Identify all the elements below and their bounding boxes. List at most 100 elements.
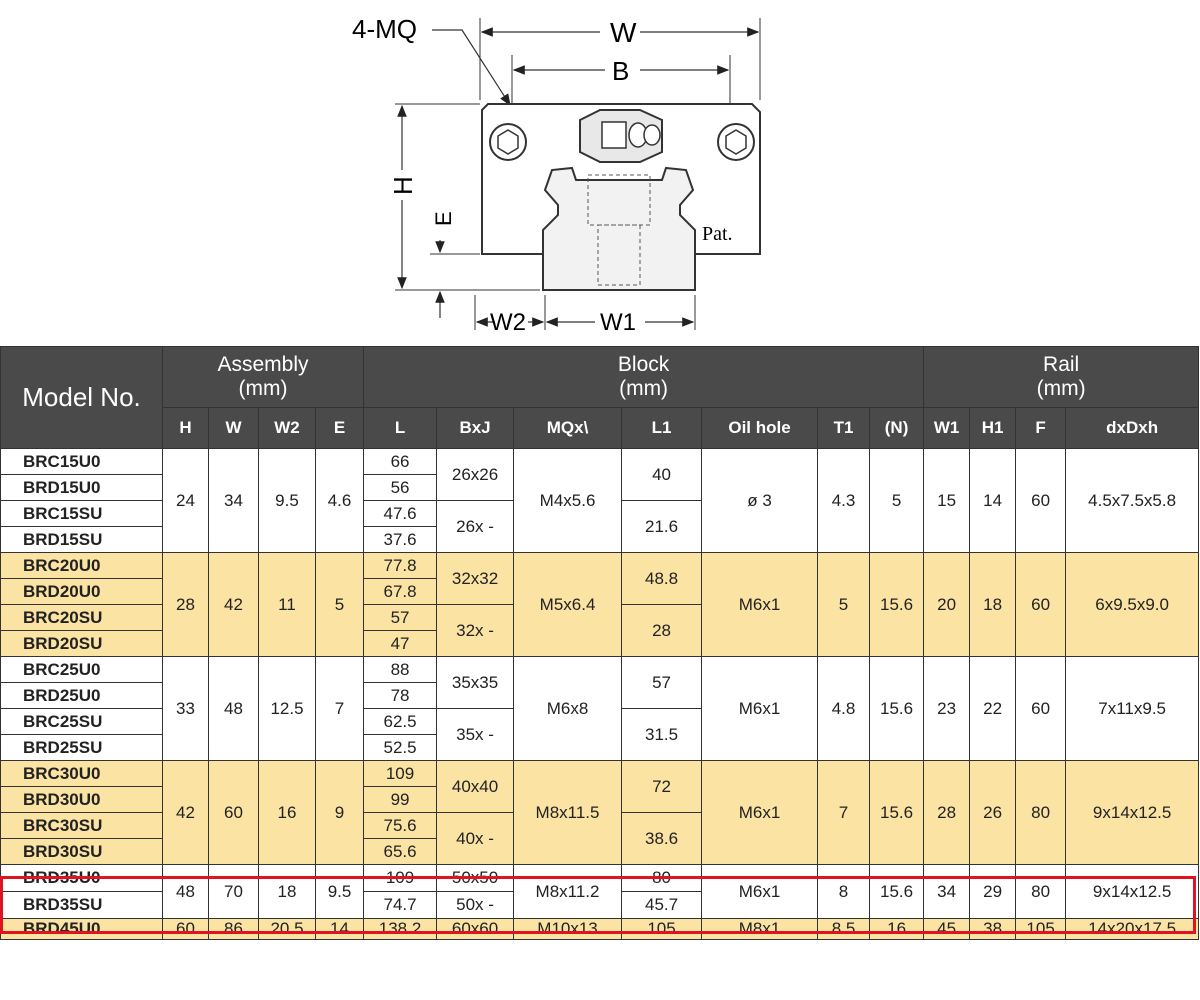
table-cell: 75.6 — [363, 812, 438, 839]
model-cell: BRD25U0 — [0, 682, 163, 709]
model-cell: BRD15SU — [0, 526, 163, 553]
table-cell: 26x - — [436, 500, 515, 553]
table-cell: 22 — [969, 656, 1017, 761]
table-cell: ø 3 — [701, 448, 819, 553]
table-cell: 14 — [969, 448, 1017, 553]
spec-table: Model No. Assembly(mm) Block(mm) Rail(mm… — [0, 346, 1200, 940]
table-cell: 88 — [363, 656, 438, 683]
rail-group-header: Rail(mm) — [923, 346, 1200, 408]
table-cell: 65.6 — [363, 838, 438, 865]
table-cell: 23 — [923, 656, 971, 761]
col-l1: L1 — [621, 407, 703, 449]
table-cell: M6x1 — [701, 864, 819, 919]
table-header: Model No. Assembly(mm) Block(mm) Rail(mm… — [0, 346, 1200, 449]
table-cell: 14 — [314, 918, 365, 940]
table-cell: 35x35 — [436, 656, 515, 709]
table-cell: 57 — [621, 656, 703, 709]
table-cell: 60 — [1015, 656, 1067, 761]
table-cell: 28 — [621, 604, 703, 657]
table-cell: M6x1 — [701, 760, 819, 865]
table-cell: 77.8 — [363, 552, 438, 579]
table-cell: 21.6 — [621, 500, 703, 553]
col-h: H — [162, 407, 209, 449]
col-oil-hole: Oil hole — [701, 407, 819, 449]
table-cell: 86 — [208, 918, 259, 940]
table-cell: M5x6.4 — [513, 552, 623, 657]
dim-b-label: B — [612, 56, 629, 86]
model-header: Model No. — [0, 346, 163, 449]
table-cell: 15.6 — [869, 760, 925, 865]
table-cell: 66 — [363, 448, 438, 475]
table-cell: 40x40 — [436, 760, 515, 813]
table-row: BRD25SU 52.5 — [0, 734, 1199, 761]
table-cell: 35x - — [436, 708, 515, 761]
table-cell: 28 — [923, 760, 971, 865]
dim-w2-label: W2 — [490, 309, 526, 336]
table-cell: 62.5 — [363, 708, 438, 735]
table-cell: 5 — [869, 448, 925, 553]
table-cell: 34 — [923, 864, 971, 919]
model-cell: BRC30SU — [0, 812, 163, 839]
model-cell: BRD20U0 — [0, 578, 163, 605]
table-cell: 34 — [208, 448, 259, 553]
model-cell: BRC20U0 — [0, 552, 163, 579]
table-cell: 8.5 — [817, 918, 871, 940]
assembly-group-header: Assembly(mm) — [161, 346, 365, 408]
dim-e-label: E — [431, 211, 456, 226]
table-cell: 105 — [621, 918, 703, 940]
table-cell: M6x1 — [701, 552, 819, 657]
table-cell: M6x8 — [513, 656, 623, 761]
table-cell: 45 — [923, 918, 971, 940]
table-cell: 37.6 — [363, 526, 438, 553]
table-cell: 4.3 — [817, 448, 871, 553]
table-cell: 138.2 — [363, 918, 438, 940]
model-cell: BRD35U0 — [0, 864, 163, 892]
table-cell: 9x14x12.5 — [1065, 760, 1200, 865]
table-cell: 28 — [162, 552, 209, 657]
table-cell: 15.6 — [869, 864, 925, 919]
model-cell: BRD35SU — [0, 891, 163, 919]
table-cell: 80 — [1015, 864, 1067, 919]
table-cell: 109 — [363, 864, 438, 892]
model-cell: BRD25SU — [0, 734, 163, 761]
table-cell: 40 — [621, 448, 703, 501]
col-l: L — [363, 407, 438, 449]
table-cell: M4x5.6 — [513, 448, 623, 553]
table-cell: 52.5 — [363, 734, 438, 761]
table-cell: 26 — [969, 760, 1017, 865]
table-cell: 4.8 — [817, 656, 871, 761]
table-cell: 80 — [1015, 760, 1067, 865]
table-cell: 16 — [258, 760, 316, 865]
model-cell: BRC25U0 — [0, 656, 163, 683]
col-bxj: BxJ — [436, 407, 515, 449]
table-cell: 26x26 — [436, 448, 515, 501]
table-cell: 31.5 — [621, 708, 703, 761]
table-cell: 7x11x9.5 — [1065, 656, 1200, 761]
table-cell: M6x1 — [701, 656, 819, 761]
block-group-header: Block(mm) — [363, 346, 925, 408]
table-cell: 38.6 — [621, 812, 703, 865]
model-cell: BRC20SU — [0, 604, 163, 631]
dim-w-label: W — [610, 17, 637, 48]
table-cell: 18 — [969, 552, 1017, 657]
table-cell: 12.5 — [258, 656, 316, 761]
table-cell: 48 — [162, 864, 209, 919]
table-cell: 60 — [162, 918, 209, 940]
table-cell: 67.8 — [363, 578, 438, 605]
table-cell: 6x9.5x9.0 — [1065, 552, 1200, 657]
col-n: (N) — [869, 407, 925, 449]
col-w1: W1 — [923, 407, 971, 449]
table-cell: 78 — [363, 682, 438, 709]
table-cell: 32x - — [436, 604, 515, 657]
model-cell: BRC25SU — [0, 708, 163, 735]
model-cell: BRC15SU — [0, 500, 163, 527]
model-cell: BRD30SU — [0, 838, 163, 865]
model-cell: BRD20SU — [0, 630, 163, 657]
